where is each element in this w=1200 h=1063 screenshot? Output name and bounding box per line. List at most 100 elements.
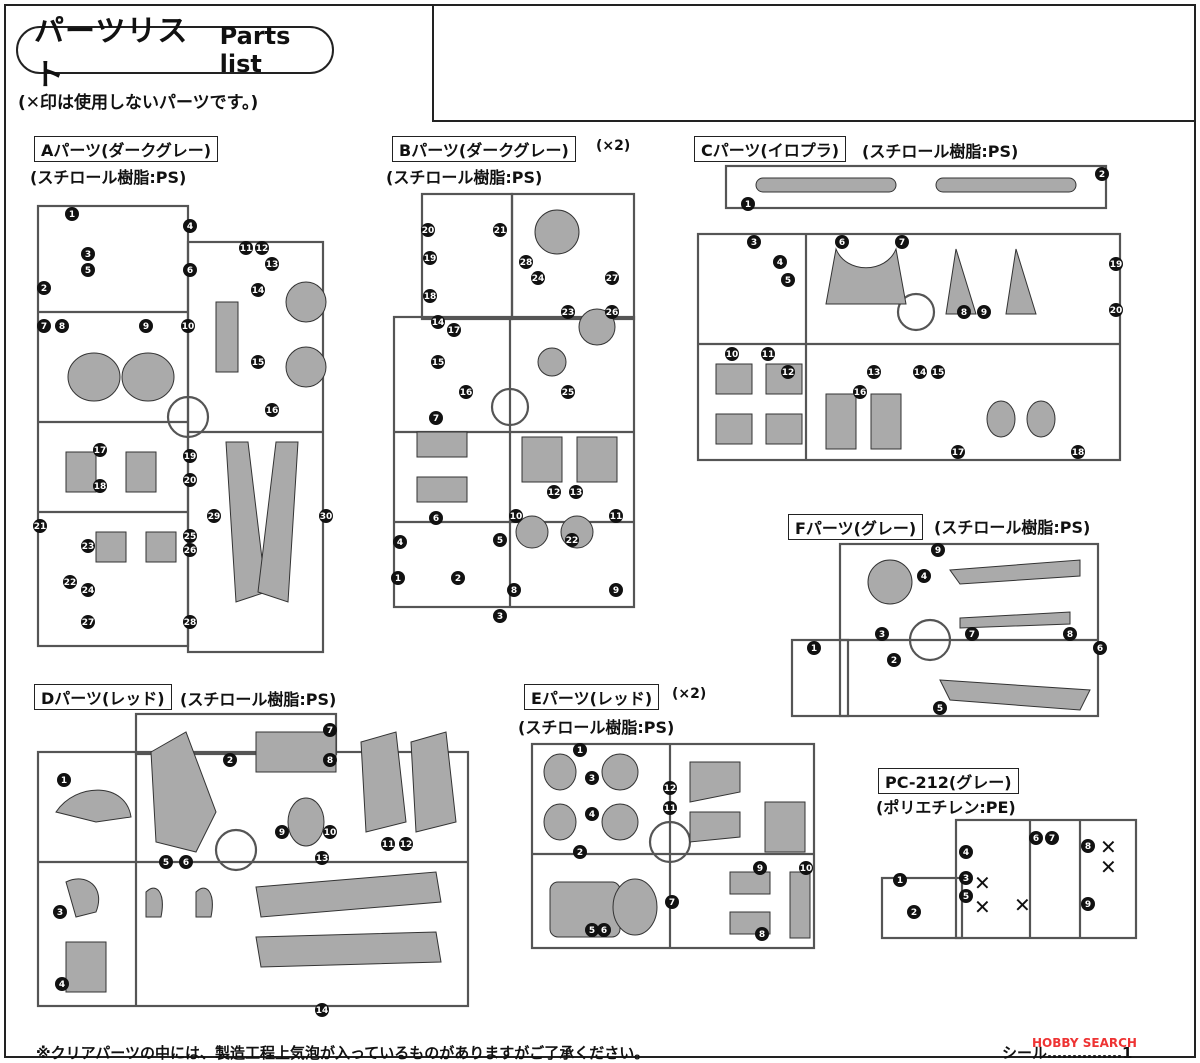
part-number-c-3: 3 bbox=[747, 235, 761, 249]
part-number-a-9: 9 bbox=[139, 319, 153, 333]
section-b-label: Bパーツ(ダークグレー) bbox=[392, 136, 576, 162]
svg-text:16: 16 bbox=[460, 388, 473, 398]
svg-text:2: 2 bbox=[891, 656, 897, 666]
svg-text:7: 7 bbox=[327, 726, 333, 736]
part-number-e-12: 12 bbox=[663, 781, 677, 795]
part-number-d-10: 10 bbox=[323, 825, 337, 839]
part-number-pc-8: 8 bbox=[1081, 839, 1095, 853]
part-number-b-22: 22 bbox=[565, 533, 579, 547]
part-number-a-27: 27 bbox=[81, 615, 95, 629]
section-b-qty: (×2) bbox=[596, 138, 631, 154]
part-number-b-13: 13 bbox=[569, 485, 583, 499]
title-ja: パーツリスト bbox=[34, 14, 189, 93]
svg-text:14: 14 bbox=[432, 318, 445, 328]
part-number-e-8: 8 bbox=[755, 927, 769, 941]
svg-text:14: 14 bbox=[316, 1006, 329, 1016]
part-number-pc-6: 6 bbox=[1029, 831, 1043, 845]
part-number-a-11: 11 bbox=[239, 241, 253, 255]
section-e-material: (スチロール樹脂:PS) bbox=[518, 718, 675, 737]
svg-text:8: 8 bbox=[511, 586, 517, 596]
part-number-c-5: 5 bbox=[781, 273, 795, 287]
section-f-label: Fパーツ(グレー) bbox=[788, 514, 924, 540]
svg-text:20: 20 bbox=[422, 226, 435, 236]
part-number-a-3: 3 bbox=[81, 247, 95, 261]
svg-text:11: 11 bbox=[664, 804, 677, 814]
part-number-pc-5: 5 bbox=[959, 889, 973, 903]
svg-text:27: 27 bbox=[606, 274, 619, 284]
svg-text:6: 6 bbox=[1097, 644, 1103, 654]
svg-text:10: 10 bbox=[800, 864, 813, 874]
part-number-b-27: 27 bbox=[605, 271, 619, 285]
svg-text:10: 10 bbox=[182, 322, 195, 332]
svg-text:10: 10 bbox=[324, 828, 337, 838]
svg-text:28: 28 bbox=[520, 258, 533, 268]
part-number-a-15: 15 bbox=[251, 355, 265, 369]
part-number-c-1: 1 bbox=[741, 197, 755, 211]
part-number-a-17: 17 bbox=[93, 443, 107, 457]
svg-text:9: 9 bbox=[613, 586, 619, 596]
part-number-b-9: 9 bbox=[609, 583, 623, 597]
svg-text:19: 19 bbox=[1110, 260, 1123, 270]
part-number-b-15: 15 bbox=[431, 355, 445, 369]
svg-text:3: 3 bbox=[879, 630, 885, 640]
svg-text:1: 1 bbox=[395, 574, 401, 584]
page-frame bbox=[4, 4, 1196, 1058]
part-number-a-29: 29 bbox=[207, 509, 221, 523]
part-number-a-21: 21 bbox=[33, 519, 47, 533]
part-number-d-2: 2 bbox=[223, 753, 237, 767]
part-number-d-4: 4 bbox=[55, 977, 69, 991]
svg-text:5: 5 bbox=[163, 858, 169, 868]
part-number-e-4: 4 bbox=[585, 807, 599, 821]
part-number-b-26: 26 bbox=[605, 305, 619, 319]
svg-text:17: 17 bbox=[94, 446, 107, 456]
part-number-c-13: 13 bbox=[867, 365, 881, 379]
svg-text:28: 28 bbox=[184, 618, 197, 628]
part-number-a-12: 12 bbox=[255, 241, 269, 255]
part-number-b-3: 3 bbox=[493, 609, 507, 623]
part-number-a-20: 20 bbox=[183, 473, 197, 487]
part-number-f-1: 1 bbox=[807, 641, 821, 655]
section-c-label: Cパーツ(イロプラ) bbox=[694, 136, 847, 162]
svg-text:9: 9 bbox=[981, 308, 987, 318]
part-number-a-10: 10 bbox=[181, 319, 195, 333]
part-number-b-23: 23 bbox=[561, 305, 575, 319]
part-number-pc-7: 7 bbox=[1045, 831, 1059, 845]
svg-text:12: 12 bbox=[548, 488, 561, 498]
part-number-c-8: 8 bbox=[957, 305, 971, 319]
svg-text:1: 1 bbox=[897, 876, 903, 886]
runner-d bbox=[36, 712, 470, 1008]
svg-text:9: 9 bbox=[935, 546, 941, 556]
svg-text:4: 4 bbox=[921, 572, 927, 582]
svg-text:3: 3 bbox=[85, 250, 91, 260]
part-number-d-3: 3 bbox=[53, 905, 67, 919]
svg-text:22: 22 bbox=[64, 578, 77, 588]
svg-text:11: 11 bbox=[240, 244, 253, 254]
svg-text:15: 15 bbox=[432, 358, 445, 368]
svg-text:2: 2 bbox=[911, 908, 917, 918]
part-number-d-9: 9 bbox=[275, 825, 289, 839]
svg-text:8: 8 bbox=[1067, 630, 1073, 640]
part-number-b-10: 10 bbox=[509, 509, 523, 523]
part-number-e-3: 3 bbox=[585, 771, 599, 785]
part-number-a-23: 23 bbox=[81, 539, 95, 553]
part-number-e-7: 7 bbox=[665, 895, 679, 909]
part-number-a-26: 26 bbox=[183, 543, 197, 557]
section-pc-label: PC-212(グレー) bbox=[878, 768, 1019, 794]
svg-text:24: 24 bbox=[82, 586, 95, 596]
svg-text:27: 27 bbox=[82, 618, 95, 628]
svg-text:✕: ✕ bbox=[1100, 835, 1117, 859]
part-number-e-11: 11 bbox=[663, 801, 677, 815]
svg-text:21: 21 bbox=[494, 226, 507, 236]
part-number-b-25: 25 bbox=[561, 385, 575, 399]
svg-text:24: 24 bbox=[532, 274, 545, 284]
svg-text:8: 8 bbox=[961, 308, 967, 318]
svg-text:12: 12 bbox=[400, 840, 413, 850]
part-number-a-25: 25 bbox=[183, 529, 197, 543]
part-number-a-30: 30 bbox=[319, 509, 333, 523]
section-a-material: (スチロール樹脂:PS) bbox=[30, 168, 187, 187]
part-number-pc-3: 3 bbox=[959, 871, 973, 885]
part-number-e-2: 2 bbox=[573, 845, 587, 859]
svg-text:7: 7 bbox=[899, 238, 905, 248]
svg-text:15: 15 bbox=[252, 358, 265, 368]
